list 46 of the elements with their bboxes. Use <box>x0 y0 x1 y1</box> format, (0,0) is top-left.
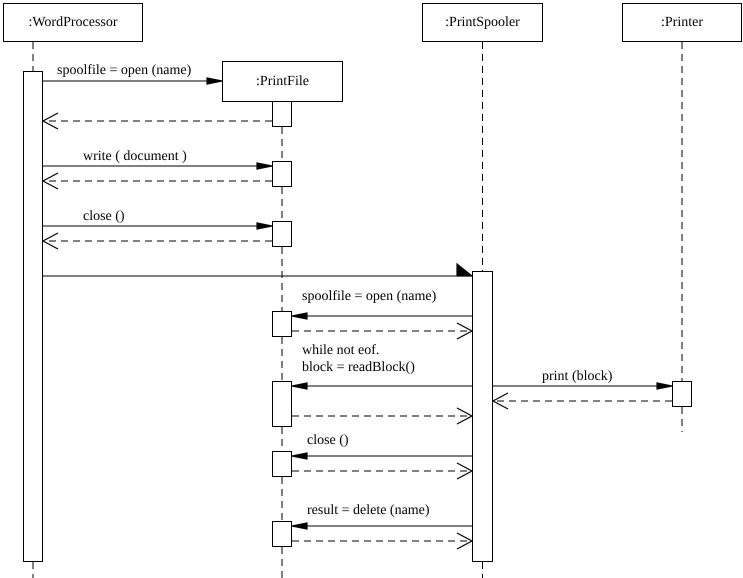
activation-bar <box>272 381 292 427</box>
activation-bar <box>272 521 292 547</box>
message-arrow <box>42 263 473 277</box>
message-arrow <box>291 452 472 460</box>
return-arrow <box>42 112 272 130</box>
return-arrow <box>292 407 473 425</box>
return-arrow <box>42 232 272 250</box>
message-arrow <box>291 312 472 320</box>
participant-name: :PrintSpooler <box>445 14 520 30</box>
edge-label: close () <box>307 432 349 449</box>
activation-bar <box>272 161 292 187</box>
participant-name: :PrintFile <box>256 74 309 90</box>
lifeline <box>32 42 34 72</box>
edge-label: write ( document ) <box>83 148 187 165</box>
activation-bar <box>472 271 493 562</box>
message-arrow <box>42 77 223 85</box>
message-arrow <box>42 162 273 170</box>
participant-box <box>3 3 143 42</box>
message-arrow <box>42 222 273 230</box>
lifeline <box>482 562 483 578</box>
activation-bar <box>23 71 43 562</box>
edge-label: result = delete (name) <box>307 502 430 519</box>
participant-box <box>222 61 343 102</box>
activation-bar <box>272 311 292 337</box>
message-arrow <box>492 382 673 390</box>
edge-label: close () <box>83 208 125 225</box>
return-arrow <box>292 532 473 550</box>
message-arrow <box>291 522 472 530</box>
edge-label: spoolfile = open (name) <box>57 62 192 79</box>
participant-name: :WordProcessor <box>28 14 118 30</box>
edge-label: print (block) <box>542 368 612 385</box>
edge-label: spoolfile = open (name) <box>302 288 436 305</box>
activation-bar <box>672 381 692 407</box>
lifeline <box>32 562 34 578</box>
activation-bar <box>272 101 292 127</box>
message-arrow <box>291 382 472 390</box>
return-arrow <box>292 322 473 340</box>
participant-box <box>422 3 543 42</box>
participant-box <box>622 3 742 42</box>
return-arrow <box>492 392 672 410</box>
participant-name: :Printer <box>661 14 703 30</box>
lifeline <box>482 42 483 272</box>
return-arrow <box>42 172 272 190</box>
activation-bar <box>272 451 292 477</box>
return-arrow <box>292 462 473 480</box>
activation-bar <box>272 221 292 247</box>
